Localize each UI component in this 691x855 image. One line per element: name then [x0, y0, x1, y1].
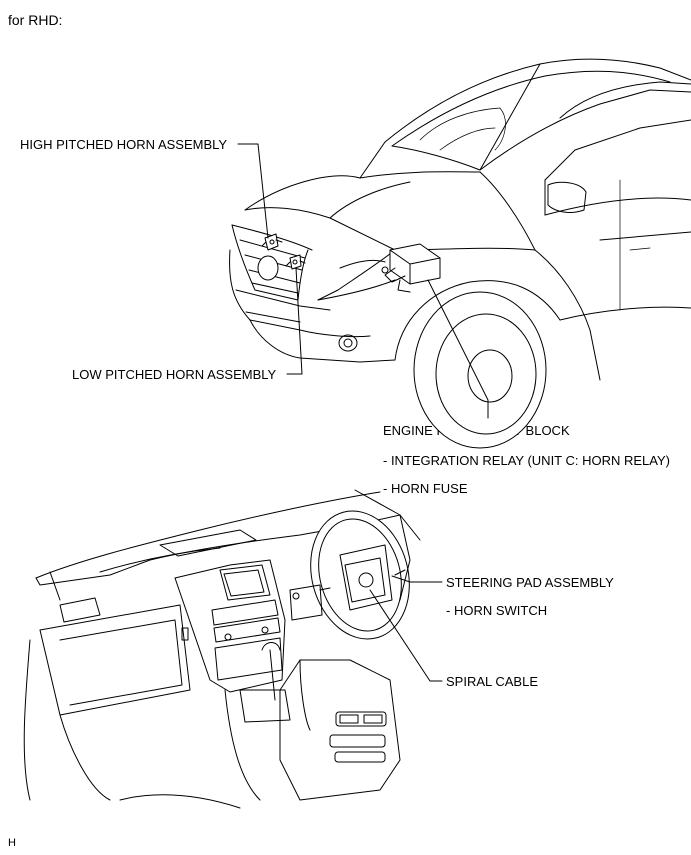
low-pitched-horn-icon	[285, 254, 306, 270]
vehicle-exterior-drawing	[229, 58, 691, 449]
label-integration-relay: - INTEGRATION RELAY (UNIT C: HORN RELAY)	[383, 453, 670, 468]
bottom-leader-lines	[369, 575, 443, 682]
label-high-pitched-horn: HIGH PITCHED HORN ASSEMBLY	[20, 137, 228, 152]
high-pitched-horn-icon	[261, 233, 283, 251]
page-heading: for RHD:	[8, 12, 63, 28]
label-spiral-cable: SPIRAL CABLE	[446, 674, 539, 689]
label-steering-pad-assembly: STEERING PAD ASSEMBLY	[446, 575, 614, 590]
engine-room-relay-block-icon	[381, 243, 441, 293]
label-horn-switch: - HORN SWITCH	[446, 603, 548, 618]
label-low-pitched-horn: LOW PITCHED HORN ASSEMBLY	[72, 367, 277, 382]
top-leader-lines	[237, 143, 489, 419]
label-horn-fuse: - HORN FUSE	[383, 481, 468, 496]
figure-code: H	[8, 837, 16, 849]
vehicle-interior-drawing	[23, 489, 421, 809]
